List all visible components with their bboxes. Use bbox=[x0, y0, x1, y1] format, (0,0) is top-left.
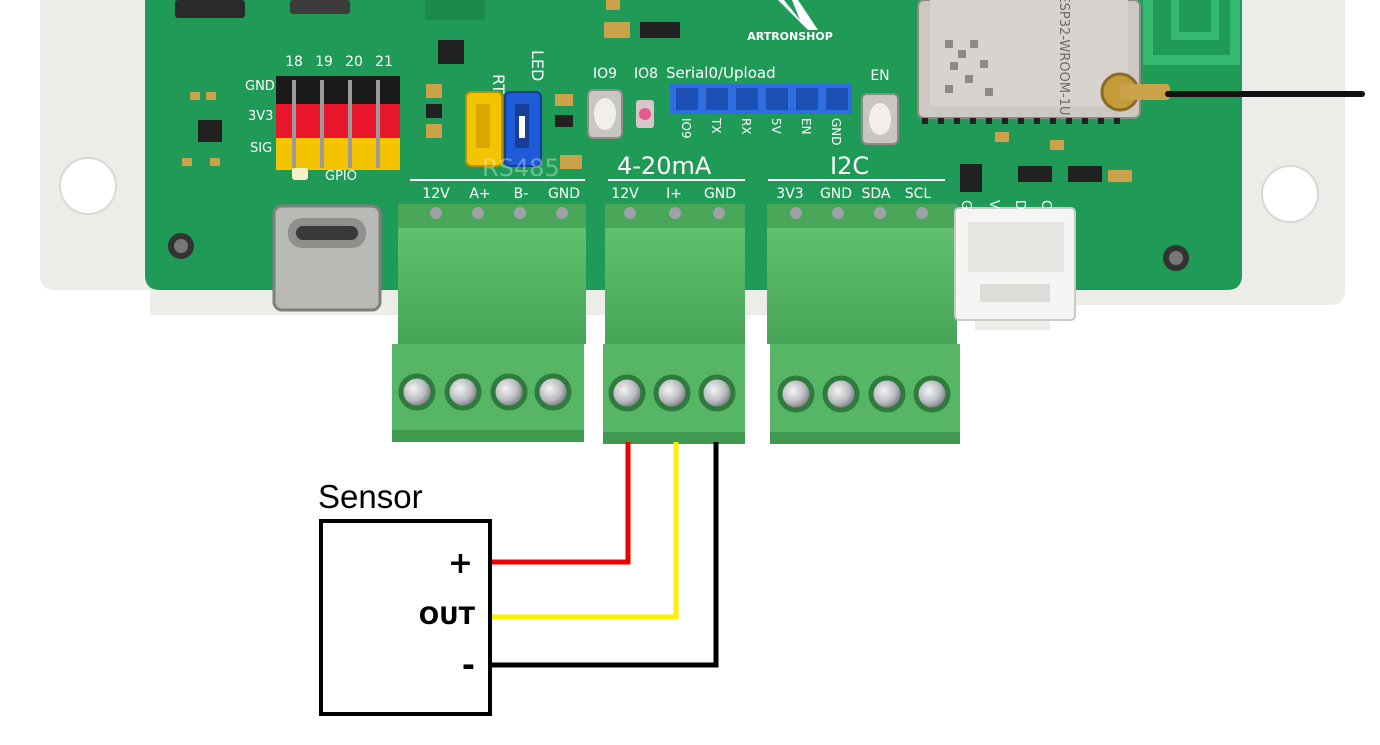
gpio-label: GPIO bbox=[325, 169, 357, 184]
sensor-pin-plus: + bbox=[448, 546, 473, 581]
serial-pin-gnd: GND bbox=[829, 118, 843, 146]
wire-out bbox=[492, 442, 679, 620]
terminal-block-i2c: 3V3 GND SDA SCL bbox=[767, 186, 960, 444]
mount-hole-right bbox=[1261, 165, 1319, 223]
antenna-connector bbox=[1100, 72, 1365, 112]
serial-pin-tx: TX bbox=[709, 117, 723, 134]
rt-label: RT bbox=[489, 74, 508, 94]
brand-text: ARTRONSHOP bbox=[747, 30, 833, 43]
io8-label: IO8 bbox=[634, 66, 658, 82]
grove-pin-g: G bbox=[958, 200, 973, 210]
rs485-pin-b: B- bbox=[514, 186, 529, 202]
usb-c-connector bbox=[272, 204, 382, 312]
gpio-num-21: 21 bbox=[375, 54, 393, 70]
module-text: ESP32-WROOM-1U bbox=[1056, 0, 1071, 116]
mount-hole-left bbox=[59, 157, 117, 215]
current-loop-label: 4-20mA bbox=[617, 152, 712, 180]
gpio-num-18: 18 bbox=[285, 54, 303, 70]
loop-pin-12v: 12V bbox=[611, 186, 639, 202]
sensor: Sensor + OUT - bbox=[318, 478, 492, 716]
rs485-pin-a: A+ bbox=[469, 186, 490, 202]
grove-pin-d: D bbox=[1012, 200, 1027, 210]
esp32-module: ESP32-WROOM-1U bbox=[917, 0, 1141, 124]
serial-header: Serial0/Upload IO9 TX RX 5V EN GND bbox=[666, 64, 852, 146]
grove-pin-v: V bbox=[986, 200, 1001, 209]
brand-logo: ARTRONSHOP bbox=[747, 0, 833, 43]
serial-pin-io9: IO9 bbox=[679, 118, 693, 139]
gpio-row-sig: SIG bbox=[250, 141, 272, 156]
gpio-row-3v3: 3V3 bbox=[248, 109, 273, 124]
serial-pin-5v: 5V bbox=[769, 118, 783, 135]
sensor-pin-minus: - bbox=[462, 646, 475, 684]
terminal-block-rs485: 12V A+ B- GND bbox=[392, 186, 586, 442]
rs485-pin-gnd: GND bbox=[548, 186, 580, 202]
gpio-row-gnd: GND bbox=[245, 79, 275, 94]
jumpers: RT LED bbox=[465, 50, 547, 167]
wire-plus bbox=[492, 442, 631, 565]
rs485-label: RS485 bbox=[482, 154, 560, 182]
grove-pin-c: C bbox=[1038, 200, 1053, 209]
loop-pin-iplus: I+ bbox=[666, 186, 682, 202]
i2c-pin-3v3: 3V3 bbox=[776, 186, 803, 202]
terminal-block-4-20ma: 12V I+ GND bbox=[603, 186, 745, 444]
i2c-pin-gnd: GND bbox=[820, 186, 852, 202]
gpio-header: 18 19 20 21 GND 3V3 SIG GPIO bbox=[245, 54, 400, 184]
serial-pin-en: EN bbox=[799, 118, 813, 135]
rs485-pin-12v: 12V bbox=[422, 186, 450, 202]
i2c-pin-sda: SDA bbox=[862, 186, 891, 202]
sensor-pin-out: OUT bbox=[419, 602, 476, 630]
led-label: LED bbox=[528, 50, 547, 81]
tactile-buttons: IO9 IO8 EN bbox=[587, 66, 899, 145]
gpio-num-20: 20 bbox=[345, 54, 363, 70]
serial-pin-rx: RX bbox=[739, 118, 753, 135]
i2c-label: I2C bbox=[830, 152, 869, 180]
sensor-title: Sensor bbox=[318, 478, 423, 515]
i2c-pin-scl: SCL bbox=[905, 186, 932, 202]
io9-label: IO9 bbox=[593, 66, 617, 82]
en-label: EN bbox=[870, 68, 889, 84]
wire-minus bbox=[492, 442, 719, 668]
wires bbox=[492, 442, 719, 668]
serial-label: Serial0/Upload bbox=[666, 64, 776, 82]
grove-connector: G V D C bbox=[954, 200, 1076, 321]
gpio-num-19: 19 bbox=[315, 54, 333, 70]
loop-pin-gnd: GND bbox=[704, 186, 736, 202]
sensor-box bbox=[319, 519, 492, 716]
